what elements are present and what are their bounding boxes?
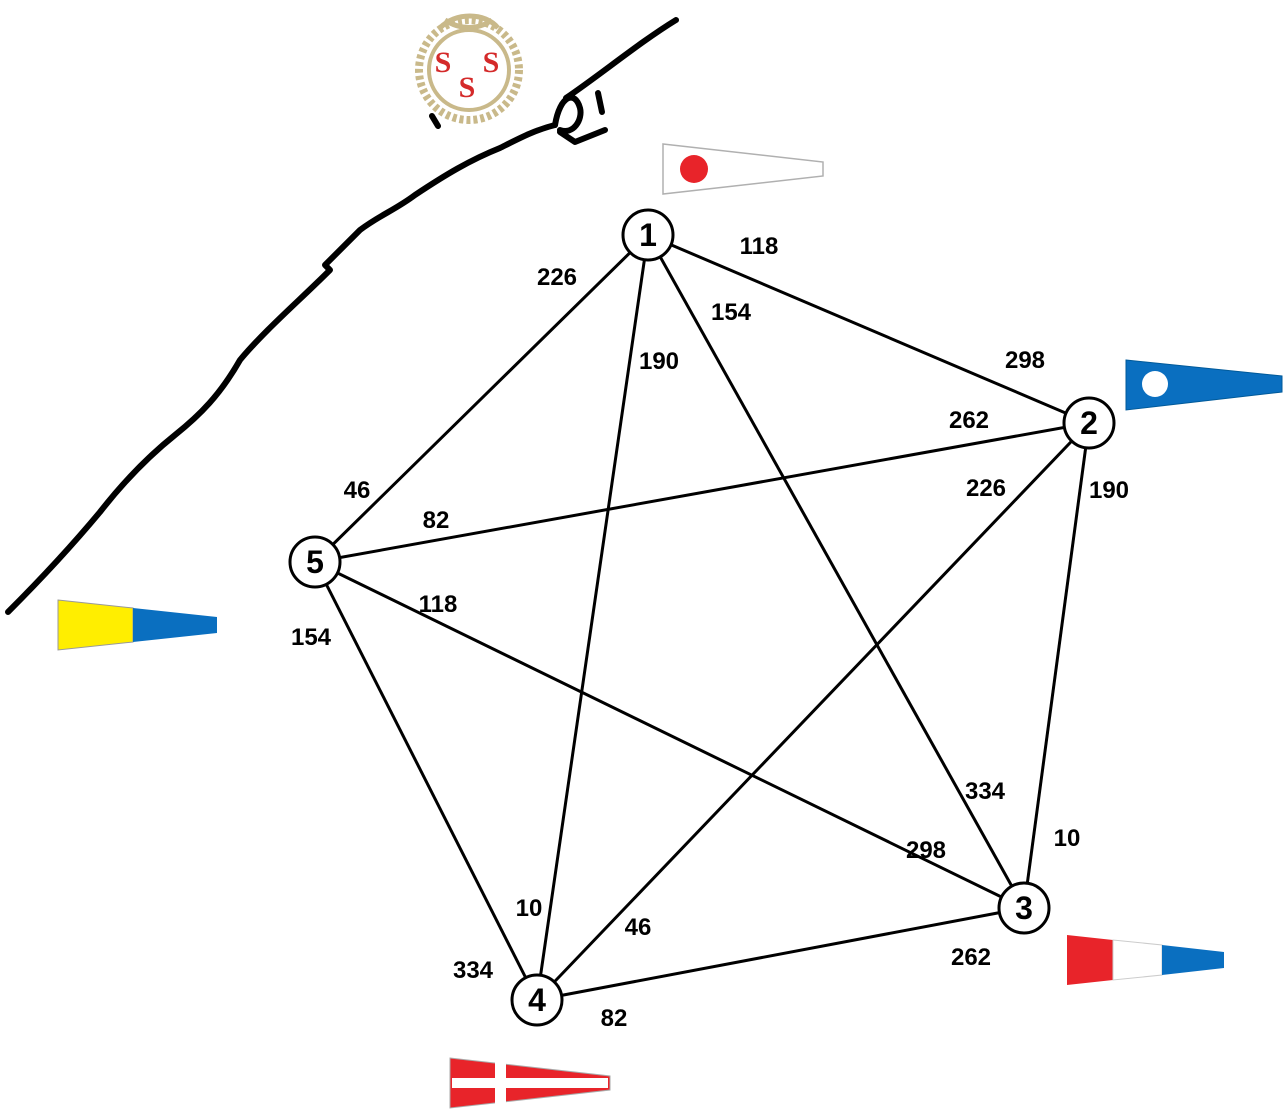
bearing-label-1-5-at-1: 226 — [537, 264, 577, 291]
mark-3: 3 — [997, 881, 1051, 935]
flag-mark-2 — [1125, 359, 1283, 411]
leg-1-2 — [647, 233, 1090, 425]
bearing-label-2-4-at-4: 46 — [625, 914, 652, 941]
mark-1: 1 — [621, 208, 675, 262]
mark-label: 3 — [1015, 890, 1033, 926]
mark-circle — [997, 881, 1051, 935]
bearing-label-3-4-at-3: 262 — [951, 944, 991, 971]
course-marks: 1 2 3 4 5 — [288, 208, 1116, 1027]
leg-2-5 — [314, 421, 1090, 564]
bearing-label-2-4-at-2: 226 — [966, 475, 1006, 502]
mark-label: 4 — [528, 982, 546, 1018]
pointing-hand-icon — [429, 17, 679, 145]
mark-5: 5 — [288, 535, 342, 589]
bearing-label-3-5-at-5: 118 — [419, 591, 458, 618]
mark-circle — [1062, 396, 1116, 450]
bearing-label-2-5-at-2: 262 — [949, 407, 989, 434]
mark-label: 5 — [306, 544, 324, 580]
leg-2-3 — [1022, 422, 1091, 909]
flag-mark-3 — [1067, 935, 1224, 985]
red-ball-icon — [680, 155, 708, 183]
sailing-club-logo: S S S — [415, 13, 523, 124]
bearing-label-2-3-at-2: 190 — [1089, 477, 1129, 504]
logo-letter-1: S — [435, 46, 452, 79]
mark-label: 2 — [1080, 405, 1098, 441]
bearing-label-4-5-at-5: 154 — [291, 624, 332, 651]
white-ball-icon — [1142, 371, 1168, 397]
flag-mark-4 — [449, 1057, 611, 1109]
bearing-label-1-3-at-1: 154 — [711, 299, 752, 326]
leg-3-4 — [536, 906, 1025, 1002]
bearing-label-3-4-at-4: 82 — [601, 1005, 628, 1032]
shoreline — [5, 122, 558, 615]
bearing-label-2-5-at-5: 82 — [423, 507, 450, 534]
leg-4-5 — [313, 561, 539, 1001]
bearing-label-1-5-at-5: 46 — [344, 477, 371, 504]
bearing-label-1-3-at-3: 334 — [965, 778, 1006, 805]
bearing-label-1-2-at-2: 298 — [1005, 347, 1045, 374]
course-legs — [313, 233, 1091, 1002]
leg-1-5 — [313, 233, 650, 564]
leg-1-3 — [646, 234, 1026, 909]
flag-mark-5 — [57, 599, 217, 651]
bearing-label-1-4-at-1: 190 — [639, 348, 679, 375]
mark-4: 4 — [510, 973, 564, 1027]
leg-2-4 — [535, 421, 1091, 1002]
mark-circle — [510, 973, 564, 1027]
bearing-label-1-4-at-4: 10 — [516, 895, 543, 922]
bearing-label-2-3-at-3: 10 — [1054, 825, 1081, 852]
bearing-labels: 118 298 154 334 190 10 226 46 190 10 226 46 262 82 262… — [291, 233, 1129, 1032]
mark-circle — [621, 208, 675, 262]
leg-1-4 — [535, 234, 650, 1001]
leg-3-5 — [314, 560, 1025, 910]
logo-letter-3: S — [459, 71, 476, 104]
mark-circle — [288, 535, 342, 589]
bearing-label-1-2-at-1: 118 — [740, 233, 779, 260]
logo-letter-2: S — [483, 46, 500, 79]
flag-mark-1 — [662, 143, 824, 195]
bearing-label-4-5-at-4: 334 — [453, 957, 494, 984]
mark-2: 2 — [1062, 396, 1116, 450]
mark-label: 1 — [639, 217, 657, 253]
bearing-label-3-5-at-3: 298 — [906, 837, 946, 864]
